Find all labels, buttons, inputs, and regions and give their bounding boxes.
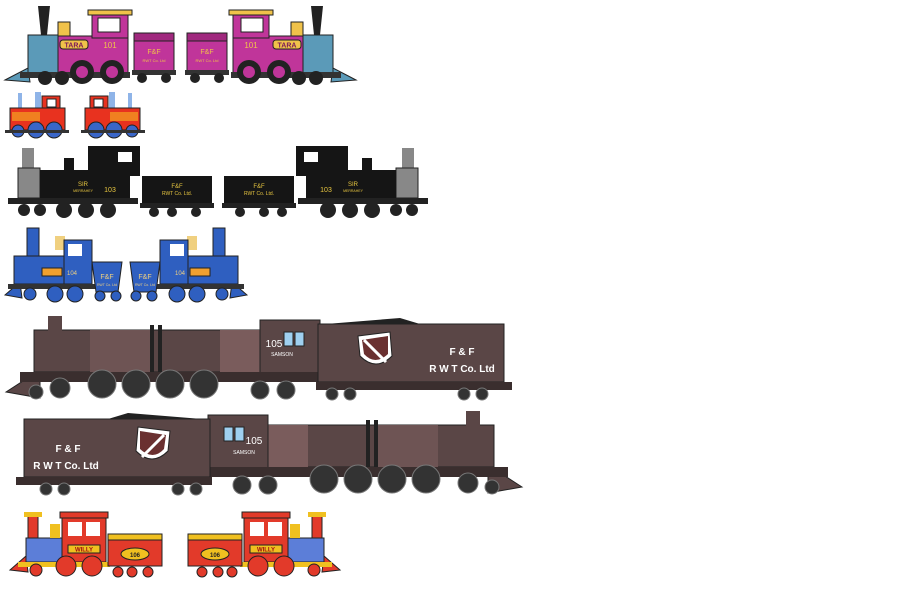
tender-sub-sir-left: RWT Co. Ltd.: [162, 191, 192, 197]
tender-label-sir-left: F&F: [171, 184, 183, 190]
number-tara-right: 101: [244, 41, 258, 50]
engine-blue-left: [3, 227, 123, 303]
tender-sub-samson-bottom: R W T Co. Ltd: [33, 461, 99, 472]
number-willy-right: 106: [210, 553, 221, 559]
number-sir-left: 103: [104, 187, 116, 194]
tender-label-blue-left: F&F: [100, 274, 113, 281]
tender-label-sir-right: F&F: [253, 184, 265, 190]
tender-sub-samson-top: R W T Co. Ltd: [429, 364, 495, 375]
engine-sir-left: [8, 146, 214, 218]
nameplate-sir-left: SIR: [78, 182, 89, 188]
number-tara: 101: [103, 41, 117, 50]
tender-sub-blue-right: RWT Co. Ltd: [135, 283, 155, 287]
engine-samson-bottom: [16, 411, 524, 496]
engine-tara-left: TARA 101 F&F RWT Co. Ltd: [3, 6, 176, 85]
engine-sir-right: [222, 146, 428, 218]
tender-label-samson-top: F & F: [450, 347, 475, 358]
tender-sub-tara-right: RWT Co. Ltd: [196, 58, 219, 63]
nameplate-tara: TARA: [65, 43, 84, 50]
engine-blue-right: [129, 227, 249, 303]
tender-sub-tara-left: RWT Co. Ltd: [143, 58, 166, 63]
number-blue-left: 104: [67, 271, 78, 277]
number-samson-top: 105: [266, 339, 283, 350]
nameplate-willy-right: WILLY: [257, 548, 275, 554]
tender-label-blue-right: F&F: [138, 274, 151, 281]
engine-willy-left: [8, 511, 163, 578]
engine-tara-right: [185, 6, 358, 85]
number-willy-left: 106: [130, 553, 141, 559]
number-sir-right: 103: [320, 187, 332, 194]
engine-red-right: [81, 92, 145, 139]
nameplate-sir-right: SIR: [348, 182, 359, 188]
plate-sub-sir-left: MERRAHEY: [73, 189, 94, 193]
engine-willy-right: [187, 511, 342, 578]
nameplate-samson-bottom: SAMSON: [233, 450, 255, 456]
engine-red-left: [5, 92, 69, 139]
nameplate-willy-left: WILLY: [75, 548, 93, 554]
engine-samson-top: [4, 316, 512, 401]
tender-sub-sir-right: RWT Co. Ltd.: [244, 191, 274, 197]
nameplate-samson-top: SAMSON: [271, 352, 293, 358]
tender-label-tara-left: F&F: [147, 49, 160, 56]
plate-sub-sir-right: MERRAHEY: [343, 189, 364, 193]
number-blue-right: 104: [175, 271, 186, 277]
tender-label-tara-right: F&F: [200, 49, 213, 56]
number-samson-bottom: 105: [246, 436, 263, 447]
tender-label-samson-bottom: F & F: [56, 444, 81, 455]
nameplate-tara-right: TARA: [278, 43, 297, 50]
tender-sub-blue-left: RWT Co. Ltd: [97, 283, 117, 287]
